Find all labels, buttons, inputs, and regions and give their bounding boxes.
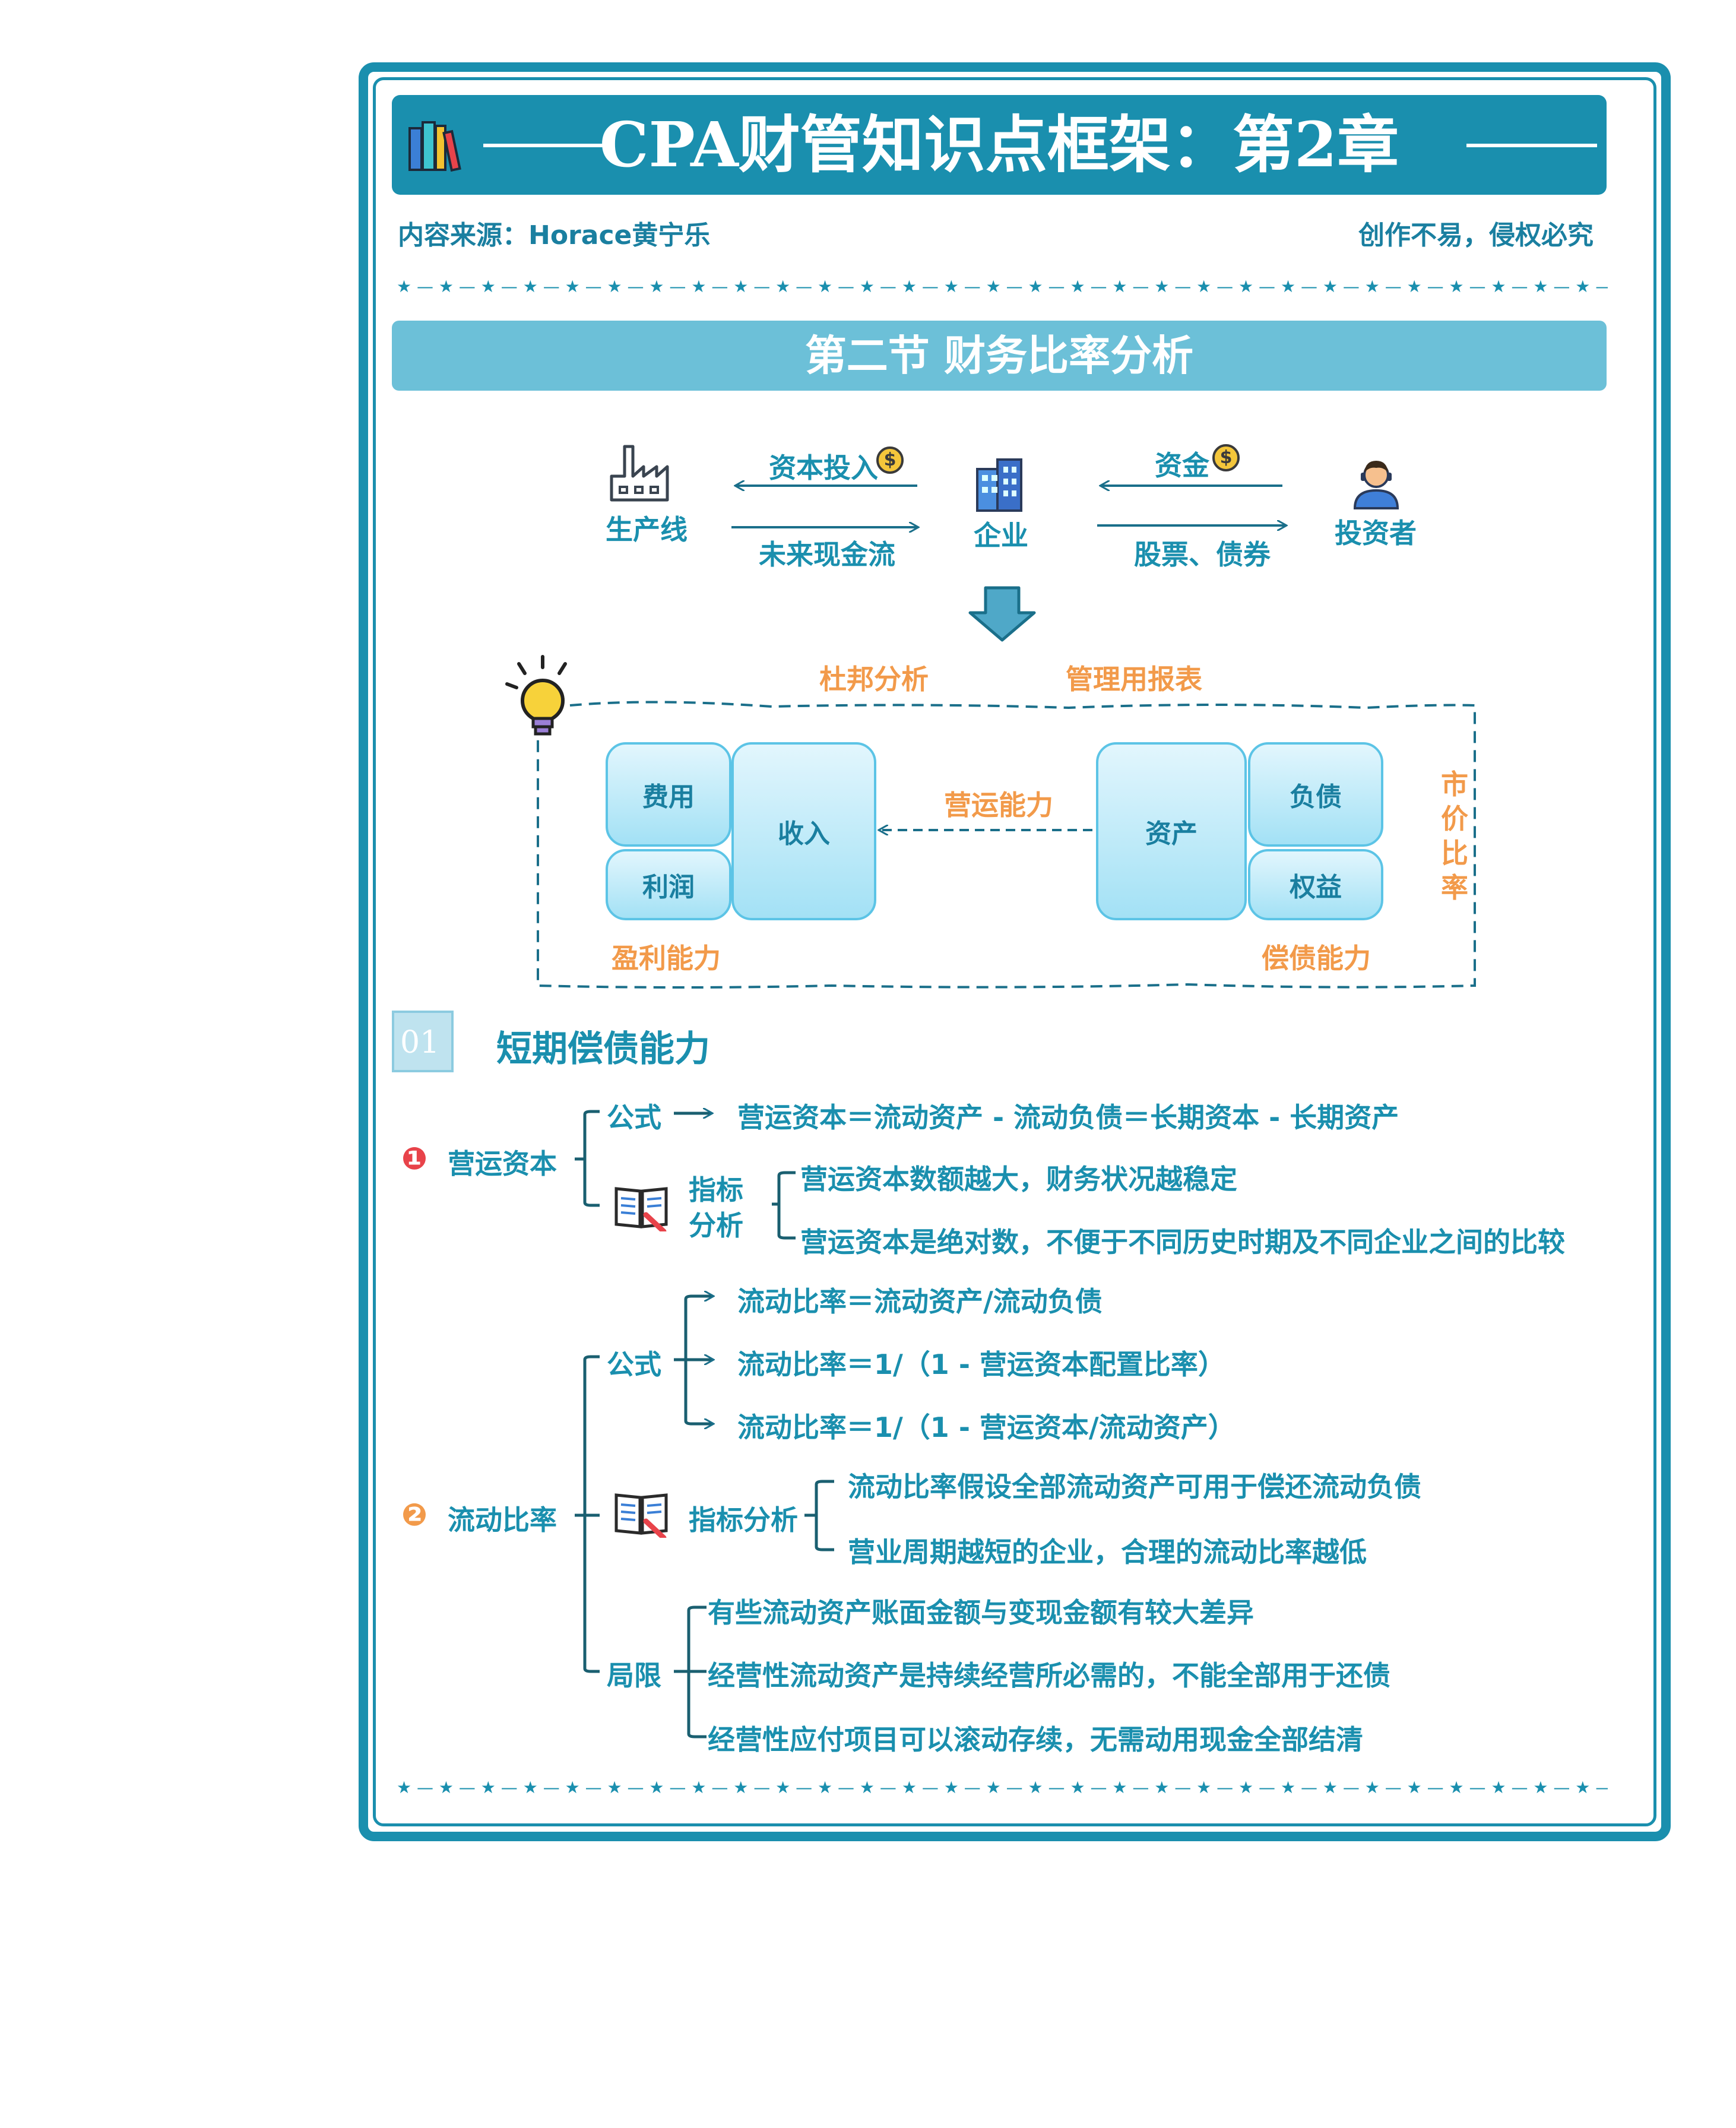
down-arrow bbox=[968, 586, 1036, 642]
label-investor: 投资者 bbox=[1335, 517, 1417, 549]
coin-icon-2: $ bbox=[1212, 444, 1240, 471]
analysis-point: 营运资本是绝对数，不便于不同历史时期及不同企业之间的比较 bbox=[800, 1226, 1565, 1258]
label-market-ratio: 市 价 比 率 bbox=[1437, 767, 1472, 905]
factory-icon bbox=[610, 445, 669, 502]
label-mgmt-report: 管理用报表 bbox=[1066, 663, 1202, 695]
box-equity: 权益 bbox=[1248, 849, 1383, 920]
title-bar: CPA财管知识点框架：第2章 bbox=[392, 95, 1607, 195]
section-title: 第二节 财务比率分析 bbox=[392, 321, 1607, 391]
label-formula-1: 公式 bbox=[607, 1101, 661, 1133]
label-capital-in: 资本投入 bbox=[769, 452, 878, 484]
book-icon-2 bbox=[614, 1493, 668, 1538]
analysis-point: 营运资本数额越大，财务状况越稳定 bbox=[800, 1163, 1237, 1195]
analysis-point: 流动比率假设全部流动资产可用于偿还流动负债 bbox=[848, 1471, 1421, 1503]
title-dash-right bbox=[1466, 144, 1597, 147]
books-icon bbox=[408, 121, 461, 172]
box-expense: 费用 bbox=[606, 742, 731, 847]
star-divider-bottom: ★ — ★ — ★ — ★ — ★ — ★ — ★ — ★ — ★ — ★ — … bbox=[397, 1778, 1608, 1797]
label-solvency: 偿债能力 bbox=[1262, 942, 1371, 974]
market-ratio-char: 市 bbox=[1441, 768, 1468, 800]
item-current-ratio: 流动比率 bbox=[448, 1504, 557, 1536]
item-working-capital: 营运资本 bbox=[448, 1148, 557, 1180]
analysis-point: 营业周期越短的企业，合理的流动比率越低 bbox=[848, 1536, 1367, 1568]
label-profitability: 盈利能力 bbox=[612, 942, 721, 974]
label-analysis-1b: 分析 bbox=[689, 1209, 743, 1242]
label-formula-2: 公式 bbox=[607, 1348, 661, 1380]
formula-working-capital: 营运资本＝流动资产 - 流动负债＝长期资本 - 长期资产 bbox=[737, 1101, 1399, 1133]
label-operating-ability: 营运能力 bbox=[944, 789, 1053, 821]
label-dupont: 杜邦分析 bbox=[819, 663, 929, 695]
market-ratio-char: 价 bbox=[1441, 803, 1468, 835]
building-icon bbox=[976, 458, 1022, 512]
badge-2: ❷ bbox=[401, 1497, 428, 1533]
part-number-badge: 01 bbox=[392, 1011, 454, 1072]
page-title: CPA财管知识点框架：第2章 bbox=[599, 108, 1399, 181]
box-liability: 负债 bbox=[1248, 742, 1383, 847]
label-analysis-2: 指标分析 bbox=[689, 1504, 798, 1536]
market-ratio-char: 率 bbox=[1441, 872, 1468, 904]
title-dash-left bbox=[483, 144, 614, 147]
formula-current-ratio: 流动比率＝1/（1 - 营运资本/流动资产） bbox=[737, 1411, 1236, 1443]
star-divider-top: ★ — ★ — ★ — ★ — ★ — ★ — ★ — ★ — ★ — ★ — … bbox=[397, 277, 1608, 296]
formula-current-ratio: 流动比率＝1/（1 - 营运资本配置比率） bbox=[737, 1348, 1225, 1380]
card-inner-border bbox=[373, 77, 1656, 1826]
lightbulb-icon bbox=[505, 655, 567, 736]
label-limits: 局限 bbox=[607, 1660, 661, 1692]
label-enterprise: 企业 bbox=[974, 520, 1028, 552]
coin-icon-1: $ bbox=[876, 446, 904, 474]
label-production: 生产线 bbox=[606, 514, 688, 546]
badge-1: ❶ bbox=[401, 1141, 428, 1177]
box-asset: 资产 bbox=[1096, 742, 1247, 920]
part-number: 01 bbox=[400, 1025, 440, 1060]
limit-point: 有些流动资产账面金额与变现金额有较大差异 bbox=[708, 1597, 1254, 1629]
label-future-cash: 未来现金流 bbox=[759, 539, 895, 571]
market-ratio-char: 比 bbox=[1441, 837, 1468, 869]
part-title: 短期偿债能力 bbox=[496, 1028, 710, 1070]
source-label: 内容来源：Horace黄宁乐 bbox=[398, 220, 711, 251]
limit-point: 经营性流动资产是持续经营所必需的，不能全部用于还债 bbox=[708, 1660, 1390, 1692]
book-icon-1 bbox=[614, 1187, 668, 1231]
copyright-label: 创作不易，侵权必究 bbox=[1358, 220, 1594, 251]
limit-point: 经营性应付项目可以滚动存续，无需动用现金全部结清 bbox=[708, 1724, 1363, 1756]
box-revenue: 收入 bbox=[731, 742, 876, 920]
label-analysis-1a: 指标 bbox=[689, 1174, 743, 1206]
label-stocks-bonds: 股票、债券 bbox=[1134, 539, 1271, 571]
formula-current-ratio: 流动比率＝流动资产/流动负债 bbox=[737, 1285, 1103, 1318]
label-funds: 资金 bbox=[1155, 449, 1209, 482]
investor-icon bbox=[1353, 461, 1399, 509]
box-profit: 利润 bbox=[606, 849, 731, 920]
